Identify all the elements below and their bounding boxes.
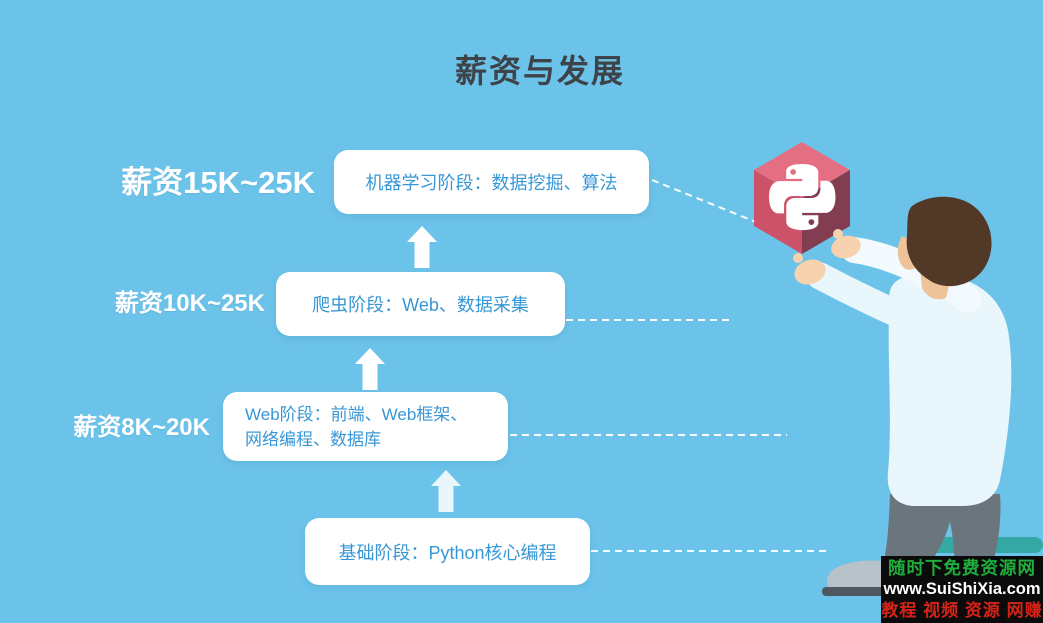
salary-label-web: 薪资8K~20K: [73, 414, 210, 441]
watermark-url: www.SuiShiXia.com: [883, 580, 1041, 598]
salary-label-crawler: 薪资10K~25K: [114, 290, 265, 317]
salary-label-machine-learning: 薪资15K~25K: [121, 165, 315, 200]
stage-box-crawler: 爬虫阶段：Web、数据采集: [276, 272, 565, 336]
stage-box-basics: 基础阶段：Python核心编程: [305, 518, 590, 585]
stage-box-label: 基础阶段：Python核心编程: [338, 542, 557, 563]
watermark: 随时下免费资源网 www.SuiShiXia.com 教程 视频 资源 网赚: [881, 556, 1043, 623]
hair-shape: [906, 196, 992, 287]
stage-box-label-line1: Web阶段：前端、Web框架、: [245, 404, 468, 424]
hand-shape: [794, 259, 826, 285]
stage-box-label-line2: 网络编程、数据库: [245, 429, 381, 449]
stage-box-label: Web阶段：前端、Web框架、 网络编程、数据库: [245, 402, 467, 452]
python-logo-icon: [769, 164, 836, 231]
watermark-site-name: 随时下免费资源网: [888, 558, 1036, 578]
page-title: 薪资与发展: [454, 53, 625, 89]
stage-box-label: 爬虫阶段：Web、数据采集: [312, 295, 529, 315]
thumb-shape: [793, 253, 803, 263]
hand-shape: [831, 235, 861, 259]
thumb-shape: [833, 229, 843, 239]
up-arrow-icon: [431, 470, 461, 512]
up-arrow-icon: [407, 226, 437, 268]
stage-box-label: 机器学习阶段：数据挖掘、算法: [365, 173, 618, 193]
dashed-connector-ml-to-python: [651, 179, 757, 223]
arm-lower-shape: [806, 262, 969, 352]
stage-box-web: Web阶段：前端、Web框架、 网络编程、数据库: [223, 392, 508, 461]
watermark-tagline: 教程 视频 资源 网赚: [881, 601, 1043, 620]
stage-box-machine-learning: 机器学习阶段：数据挖掘、算法: [334, 150, 649, 214]
up-arrow-icon: [355, 348, 385, 390]
